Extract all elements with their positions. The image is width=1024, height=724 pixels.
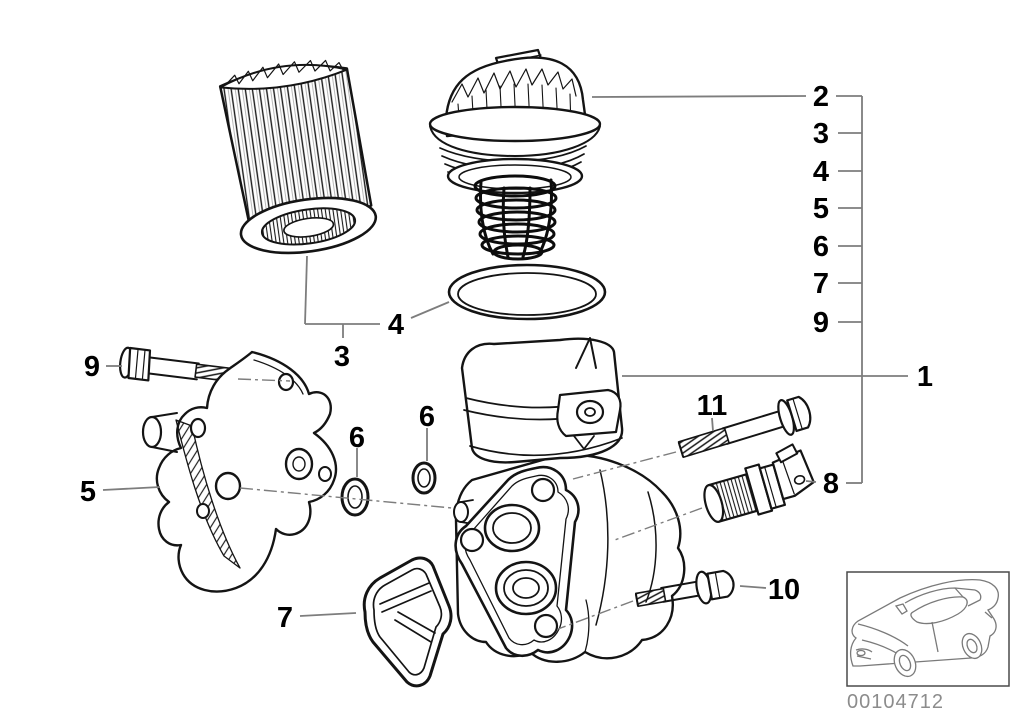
- part-filter-housing: [453, 337, 686, 663]
- callout-4: 4: [813, 156, 829, 188]
- image-id: 00104712: [847, 691, 944, 713]
- part-oil-cooler: [141, 350, 338, 593]
- callout-6: 6: [813, 231, 829, 263]
- part-oring-small-a: [340, 477, 370, 517]
- callout-5: 5: [813, 193, 829, 225]
- callout-7: 7: [813, 268, 829, 300]
- part-oring-small-b: [411, 461, 437, 495]
- callout-3b: 3: [334, 341, 350, 373]
- callout-6b: 6: [419, 401, 435, 433]
- part-oring-large: [447, 263, 607, 321]
- leader-lines: [102, 95, 908, 617]
- callout-3: 3: [813, 118, 829, 150]
- callout-6a: 6: [349, 422, 365, 454]
- spring-mesh: [473, 174, 558, 261]
- callout-5b: 5: [80, 476, 96, 508]
- callout-7b: 7: [277, 602, 293, 634]
- callout-9b: 9: [84, 351, 100, 383]
- callout-10: 10: [768, 574, 800, 606]
- part-filter-element: [218, 59, 378, 255]
- callout-4b: 4: [388, 309, 404, 341]
- part-gasket: [362, 556, 453, 688]
- callout-9: 9: [813, 307, 829, 339]
- centerlines: [237, 378, 703, 630]
- part-filter-cap: [428, 48, 602, 261]
- callout-8: 8: [823, 468, 839, 500]
- callout-1: 1: [917, 361, 933, 393]
- vehicle-thumbnail: 00104712: [846, 571, 1010, 713]
- callout-labels: 2 3 4 5 6 7 9 1 8 11 10 9 5 6 6 3 4 7: [80, 81, 933, 634]
- callout-2: 2: [813, 81, 829, 113]
- part-bolt-10: [634, 569, 735, 608]
- part-oil-pressure-sensor: [703, 443, 815, 523]
- car-outline-icon: [849, 579, 999, 678]
- callout-11: 11: [697, 390, 728, 422]
- part-bolt-11: [677, 395, 812, 459]
